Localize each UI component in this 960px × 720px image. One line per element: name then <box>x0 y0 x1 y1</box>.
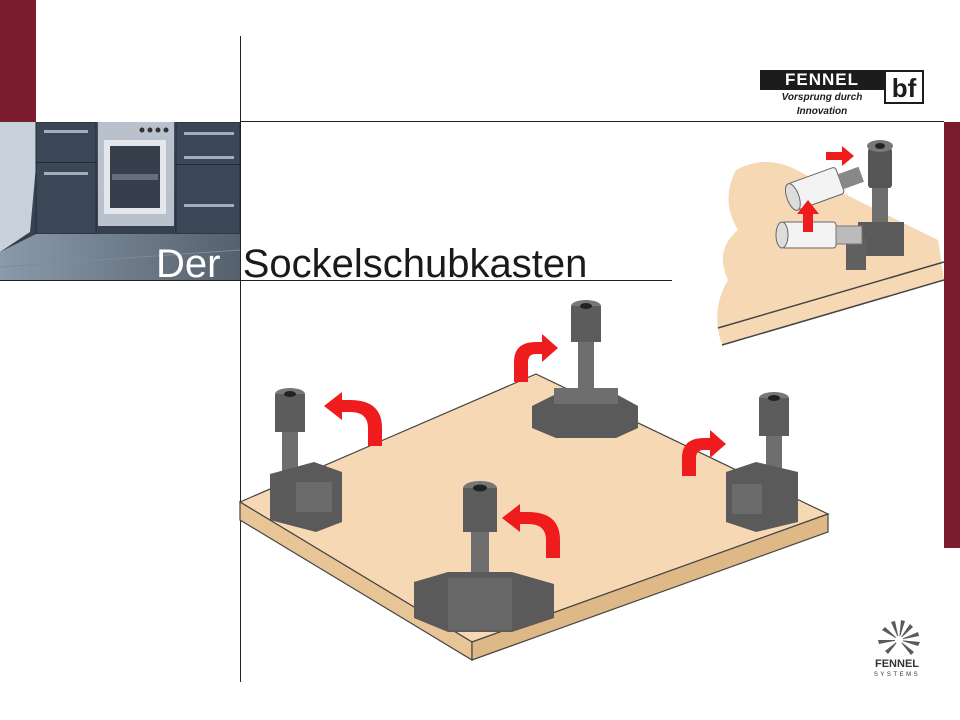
accent-bar-left <box>0 0 36 122</box>
brand-tagline: Vorsprung durch Innovation <box>781 92 863 117</box>
divider-top <box>240 121 944 122</box>
footer-logo-sub: SYSTEMS <box>873 672 921 678</box>
leveling-foot-icon <box>532 300 638 438</box>
footer-logo-name: FENNEL <box>875 658 919 670</box>
inset-foot-tilted-1 <box>784 166 864 211</box>
accent-bar-right <box>944 122 960 548</box>
brand-bf-mark: bf <box>892 73 917 103</box>
leveling-foot-icon <box>414 481 554 632</box>
inset-arrow-right-icon <box>826 146 854 166</box>
leveling-foot-icon <box>726 392 798 532</box>
divider-title <box>0 280 672 281</box>
inset-illustration <box>717 140 944 346</box>
rotate-arrow-icon <box>682 430 726 476</box>
inset-foot-tilted-2 <box>775 221 863 249</box>
brand-bf-icon: bf <box>884 70 924 104</box>
brand-name: FENNEL <box>760 70 884 90</box>
inset-leveling-foot-icon <box>846 140 904 270</box>
leveling-foot-icon <box>270 388 342 532</box>
title-word-1: Der <box>156 242 221 286</box>
title-word-2: Sockelschubkasten <box>242 242 588 286</box>
rotate-arrow-icon <box>502 504 560 558</box>
slide-title: Der Sockelschubkasten <box>156 240 587 288</box>
divider-vertical <box>240 36 241 682</box>
board-illustration <box>238 373 830 662</box>
kitchen-photo <box>0 122 240 280</box>
rotate-arrow-icon <box>324 392 382 446</box>
inset-arrow-up-icon <box>797 200 819 232</box>
main-illustration <box>238 300 830 662</box>
fennel-systems-icon <box>878 620 920 655</box>
rotate-arrow-icon <box>514 334 558 382</box>
